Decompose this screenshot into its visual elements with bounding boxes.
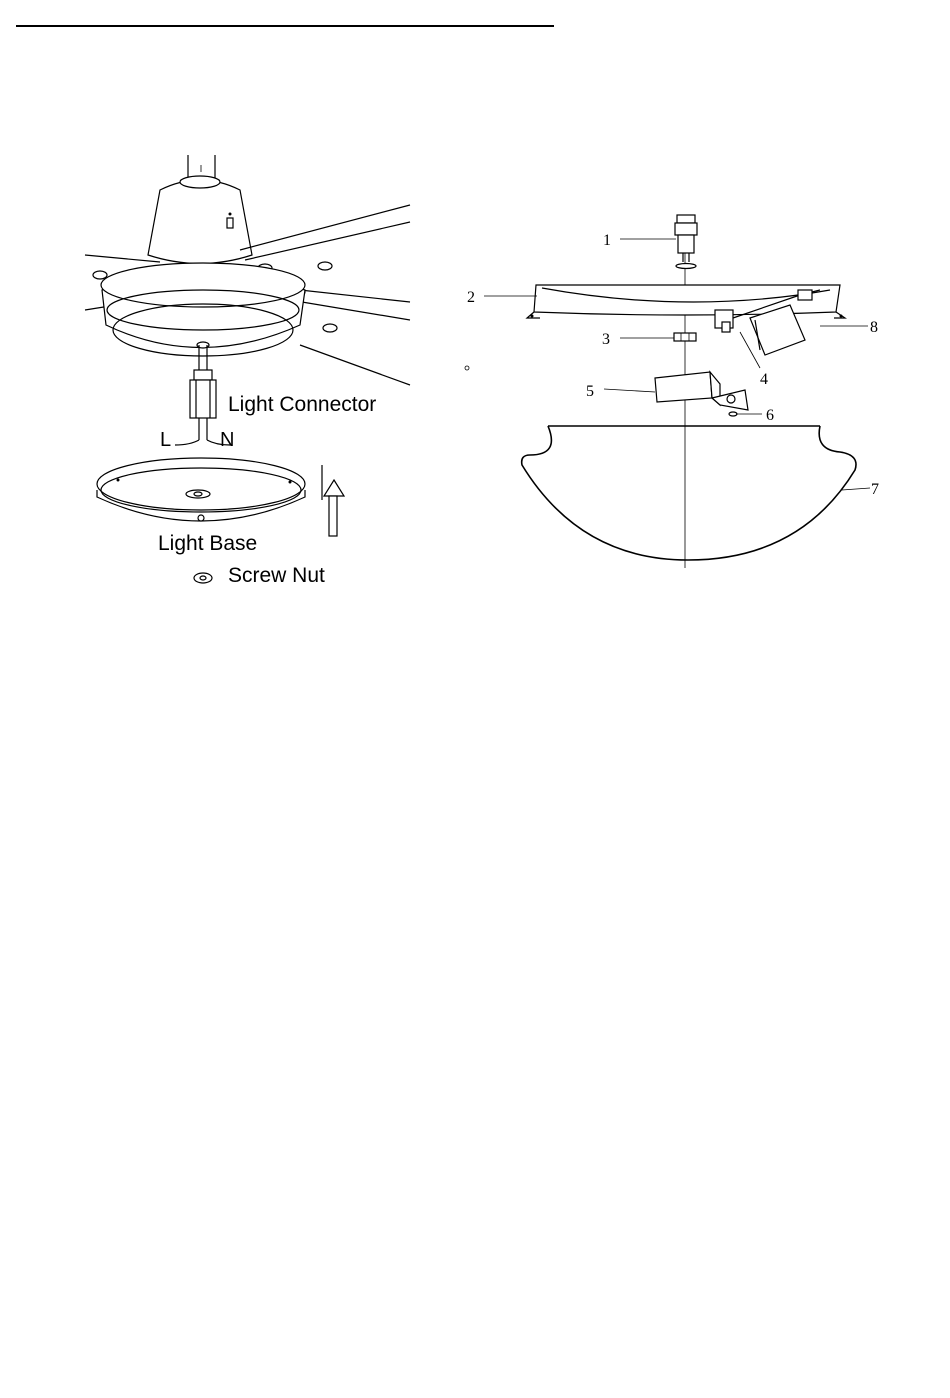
part-3-nut bbox=[674, 333, 696, 341]
part-6-screw bbox=[729, 412, 737, 416]
callout-1: 1 bbox=[603, 232, 611, 249]
stray-mark bbox=[465, 366, 469, 370]
light-base-part bbox=[97, 458, 305, 521]
neutral-wire-label: N bbox=[220, 429, 234, 451]
callout-7: 7 bbox=[871, 481, 879, 498]
part-2-housing bbox=[527, 285, 845, 318]
callout-3: 3 bbox=[602, 331, 610, 348]
callout-4: 4 bbox=[760, 371, 768, 388]
screw-nut-label: Screw Nut bbox=[228, 564, 325, 587]
screw-nut-part bbox=[194, 573, 212, 583]
downrod bbox=[188, 155, 215, 178]
part-5-bracket bbox=[655, 372, 748, 410]
callout-2: 2 bbox=[467, 289, 475, 306]
callout-8: 8 bbox=[870, 319, 878, 336]
up-arrow bbox=[322, 465, 344, 536]
motor-housing bbox=[148, 176, 252, 264]
left-figure: Light Connector L N Light Base Screw Nut bbox=[85, 155, 410, 587]
callout-6: 6 bbox=[766, 407, 774, 424]
part-1-connector bbox=[675, 215, 697, 269]
callout-5: 5 bbox=[586, 383, 594, 400]
callout-leaders bbox=[484, 239, 870, 490]
light-connector-label: Light Connector bbox=[228, 393, 376, 416]
live-wire-label: L bbox=[160, 429, 171, 451]
light-base-label: Light Base bbox=[158, 532, 257, 555]
right-figure: 1 2 3 4 5 6 7 8 bbox=[467, 215, 879, 568]
part-7-glass-bowl bbox=[522, 426, 856, 560]
